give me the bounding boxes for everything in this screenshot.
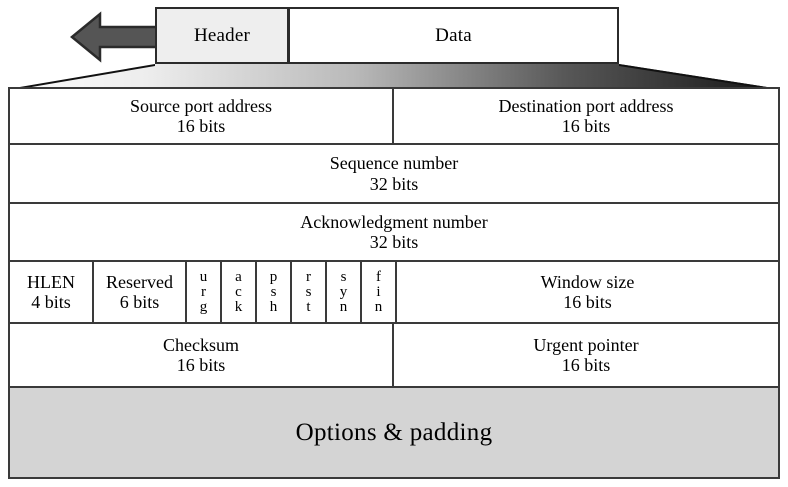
tcp-header-table: Source port address 16 bits Destination … (8, 87, 780, 479)
field-checksum: Checksum 16 bits (10, 324, 394, 386)
field-source-port: Source port address 16 bits (10, 89, 394, 143)
field-window-size: Window size 16 bits (540, 271, 635, 312)
table-row-acknowledgment: Acknowledgment number 32 bits (10, 204, 778, 262)
field-destination-port: Destination port address 16 bits (498, 95, 674, 136)
flag-ack: a c k (222, 262, 257, 322)
field-options-padding: Options & padding (295, 418, 493, 446)
field-reserved: Reserved 6 bits (94, 262, 187, 322)
field-sequence-number: Sequence number 32 bits (329, 153, 459, 194)
field-hlen: HLEN 4 bits (10, 262, 94, 322)
perspective-connector (8, 64, 780, 91)
table-row-ports: Source port address 16 bits Destination … (10, 89, 778, 145)
table-row-checksum: Checksum 16 bits Urgent pointer 16 bits (10, 324, 778, 388)
flag-psh: p s h (257, 262, 292, 322)
flag-fin: f i n (362, 262, 397, 322)
table-row-flags: HLEN 4 bits Reserved 6 bits u r g a c k (10, 262, 778, 324)
flag-urg: u r g (187, 262, 222, 322)
segment-header-box: Header (155, 7, 289, 64)
flag-rst: r s t (292, 262, 327, 322)
left-arrow-icon (70, 11, 160, 63)
table-row-options: Options & padding (10, 388, 778, 477)
field-acknowledgment-number: Acknowledgment number 32 bits (300, 211, 488, 252)
segment-header-label: Header (193, 25, 251, 46)
segment-data-box: Data (288, 7, 619, 64)
field-urgent-pointer: Urgent pointer 16 bits (533, 334, 639, 375)
flag-syn: s y n (327, 262, 362, 322)
table-row-sequence: Sequence number 32 bits (10, 145, 778, 204)
segment-data-label: Data (435, 25, 472, 46)
